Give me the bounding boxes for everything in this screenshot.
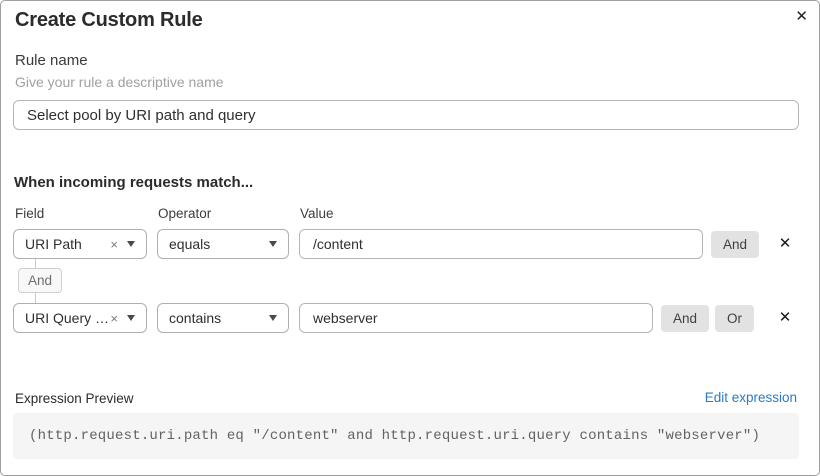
field-select-value: URI Path bbox=[25, 236, 82, 252]
chevron-down-icon bbox=[269, 315, 277, 321]
field-select-row-1[interactable]: URI Path × bbox=[13, 229, 147, 259]
field-select-row-2[interactable]: URI Query St... × bbox=[13, 303, 147, 333]
and-connector-badge: And bbox=[18, 268, 63, 293]
value-input-row-2[interactable] bbox=[299, 303, 653, 333]
value-column-label: Value bbox=[300, 206, 334, 221]
operator-select-value: contains bbox=[169, 310, 222, 326]
edit-expression-link[interactable]: Edit expression bbox=[704, 390, 797, 405]
match-section-heading: When incoming requests match... bbox=[14, 174, 254, 191]
value-input-row-1[interactable] bbox=[299, 229, 703, 259]
operator-select-row-2[interactable]: contains bbox=[157, 303, 289, 333]
chevron-down-icon bbox=[127, 315, 135, 321]
remove-row-icon[interactable]: ✕ bbox=[778, 309, 792, 326]
expression-preview-code: (http.request.uri.path eq "/content" and… bbox=[13, 413, 799, 459]
and-button-row-1[interactable]: And bbox=[711, 231, 760, 258]
remove-row-icon[interactable]: ✕ bbox=[778, 235, 792, 252]
chevron-down-icon bbox=[269, 241, 277, 247]
close-icon[interactable]: ✕ bbox=[795, 8, 808, 25]
operator-column-label: Operator bbox=[158, 206, 212, 221]
clear-icon[interactable]: × bbox=[110, 236, 118, 252]
and-button-row-2[interactable]: And bbox=[661, 305, 710, 332]
rule-name-description: Give your rule a descriptive name bbox=[15, 74, 224, 90]
expression-preview-label: Expression Preview bbox=[15, 391, 134, 406]
rule-name-input[interactable] bbox=[13, 100, 799, 130]
or-button-row-2[interactable]: Or bbox=[715, 305, 754, 332]
operator-select-value: equals bbox=[169, 236, 211, 252]
field-column-label: Field bbox=[15, 206, 45, 221]
field-select-value: URI Query St... bbox=[25, 310, 110, 326]
operator-select-row-1[interactable]: equals bbox=[157, 229, 289, 259]
clear-icon[interactable]: × bbox=[110, 310, 118, 326]
rule-name-label: Rule name bbox=[15, 52, 88, 69]
dialog-title: Create Custom Rule bbox=[15, 9, 203, 31]
chevron-down-icon bbox=[127, 241, 135, 247]
